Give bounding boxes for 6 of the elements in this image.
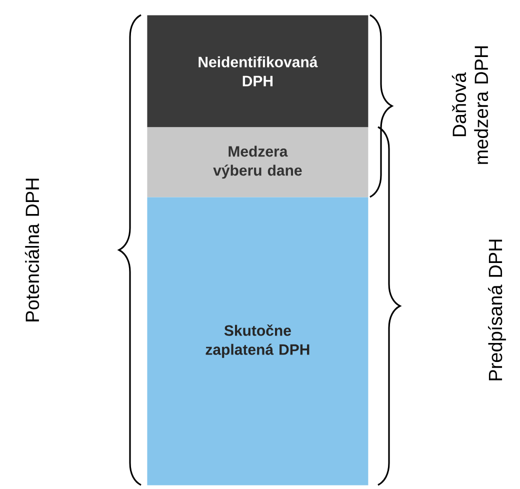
brace-label: Potenciálna DPH bbox=[24, 178, 40, 322]
brace-label: Daňová medzera DPH bbox=[452, 46, 488, 164]
brace-label: Predpísaná DPH bbox=[488, 240, 506, 380]
band: Neidentifikovaná DPH bbox=[147, 15, 368, 128]
band: Skutočne zaplatená DPH bbox=[147, 197, 368, 486]
band: Medzera výberu dane bbox=[147, 127, 368, 198]
